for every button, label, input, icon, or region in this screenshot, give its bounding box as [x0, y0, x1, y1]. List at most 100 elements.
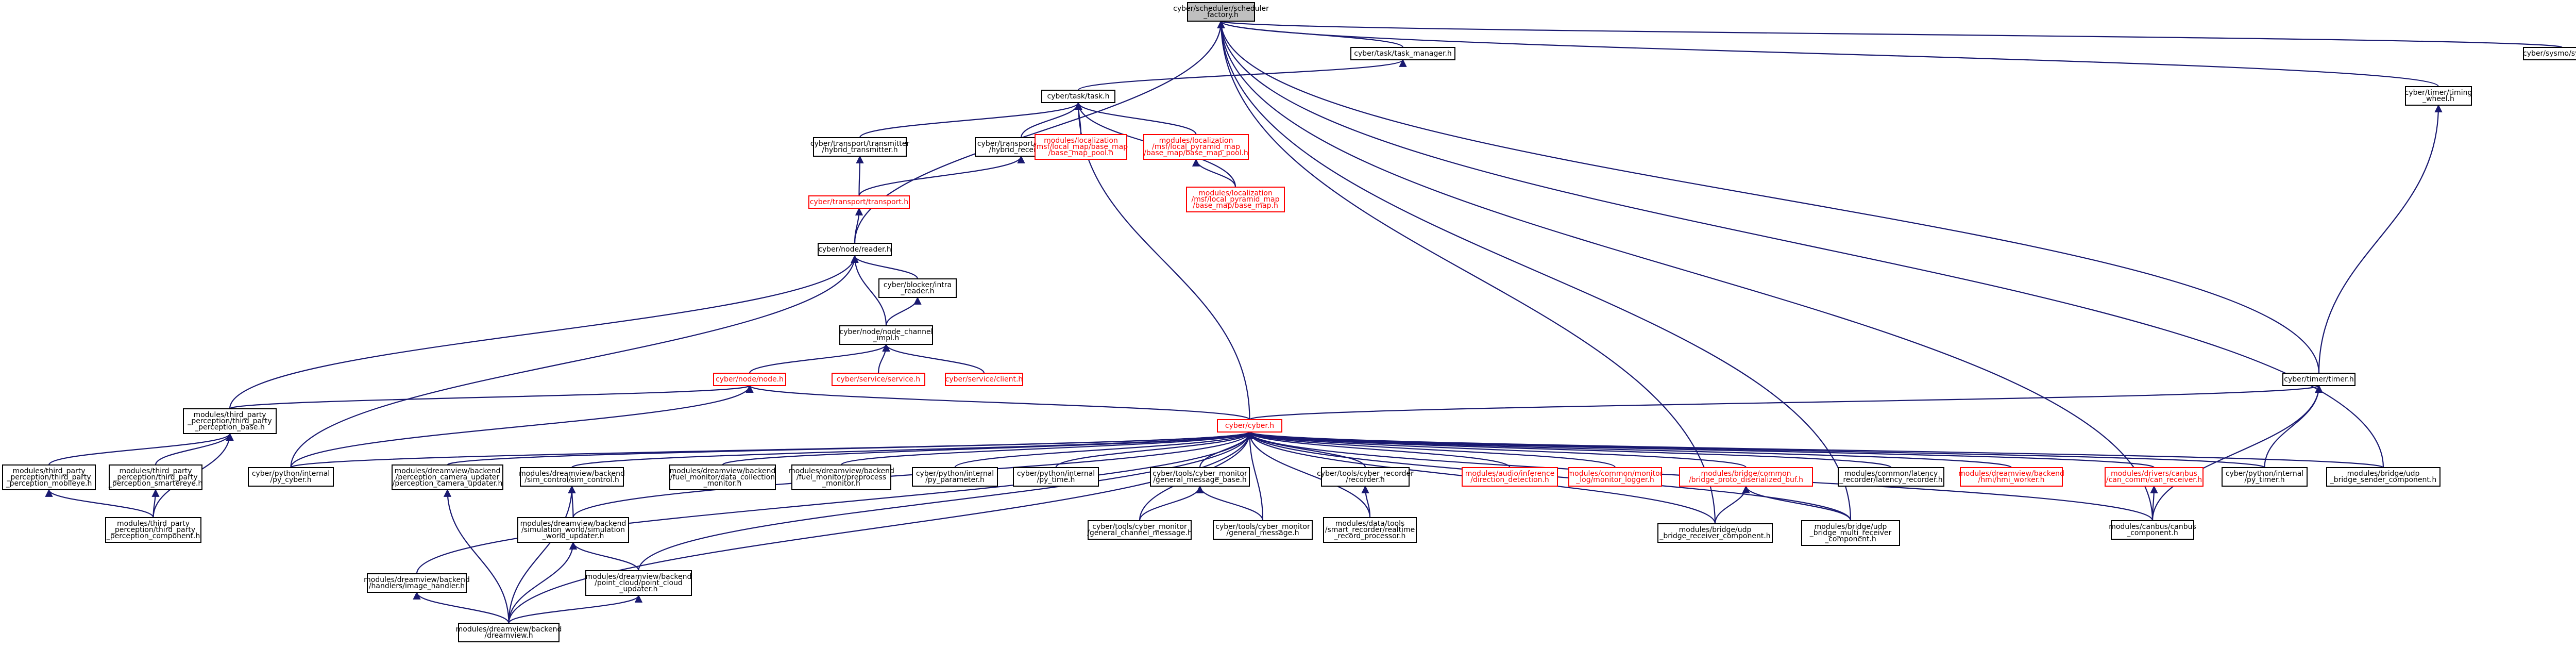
file-node-cyber-task-task-h[interactable]: cyber/task/task.h	[1041, 90, 1115, 103]
node-box	[2326, 467, 2441, 487]
file-node-modules-dreamview-backend-perception-camera-updater-perception-camera-updater-h[interactable]: modules/dreamview/backend/perception_cam…	[392, 464, 503, 490]
file-node-cyber-cyber-h[interactable]: cyber/cyber.h	[1217, 419, 1282, 433]
node-box	[813, 137, 907, 157]
file-node-modules-third-party-perception-third-party-perception-base-h[interactable]: modules/third_party_perception/third_par…	[183, 408, 277, 434]
file-node-modules-third-party-perception-third-party-perception-component-h[interactable]: modules/third_party_perception/third_par…	[105, 517, 201, 543]
file-node-modules-dreamview-backend-point-cloud-point-cloud-updater-h[interactable]: modules/dreamview/backend/point_cloud/po…	[585, 570, 692, 596]
file-node-modules-dreamview-backend-dreamview-h[interactable]: modules/dreamview/backend/dreamview.h	[456, 623, 562, 642]
node-label-line: modules/common/monitor	[1568, 470, 1663, 478]
file-node-modules-localization-msf-local-pyramid-map-base-map-base-map-h[interactable]: modules/localization/msf/local_pyramid_m…	[1186, 187, 1285, 212]
include-edge-n22-to-n20	[45, 489, 154, 518]
include-edge-n12-to-n11	[851, 255, 919, 279]
file-node-cyber-blocker-intra-reader-h[interactable]: cyber/blocker/intra_reader.h	[878, 278, 957, 298]
node-label-line: modules/localization	[1198, 189, 1273, 197]
node-label-line: modules/localization	[1159, 137, 1233, 145]
node-box	[2111, 520, 2194, 540]
file-node-modules-drivers-canbus-can-comm-can-receiver-h[interactable]: modules/drivers/canbus/can_comm/can_rece…	[2105, 467, 2204, 487]
node-box	[105, 517, 201, 543]
file-node-modules-third-party-perception-third-party-perception-mobileye-h[interactable]: modules/third_party_perception/third_par…	[2, 464, 96, 490]
include-edge-n3-to-n0	[1217, 20, 2439, 87]
file-node-cyber-python-internal-py-cyber-h[interactable]: cyber/python/internal/py_cyber.h	[248, 467, 334, 487]
node-box	[1187, 2, 1255, 22]
node-box	[1213, 520, 1313, 540]
node-box	[1150, 467, 1250, 487]
node-label-line: /hmi/hmi_worker.h	[1978, 476, 2044, 484]
file-node-modules-dreamview-backend-handlers-image-handler-h[interactable]: modules/dreamview/backend/handlers/image…	[364, 573, 470, 593]
include-edge-n20-to-n18	[48, 433, 234, 466]
file-node-modules-bridge-udp-bridge-multi-receiver-component-h[interactable]: modules/bridge/udp_bridge_multi_receiver…	[1801, 520, 1900, 546]
node-label-line: _perception_mobileye.h	[6, 479, 92, 488]
node-box	[2282, 373, 2355, 386]
file-node-cyber-tools-cyber-monitor-general-message-base-h[interactable]: cyber/tools/cyber_monitor/general_messag…	[1150, 467, 1250, 487]
file-node-modules-dreamview-backend-fuel-monitor-data-collection-monitor-h[interactable]: modules/dreamview/backend/fuel_monitor/d…	[669, 464, 776, 490]
file-node-cyber-node-reader-h[interactable]: cyber/node/reader.h	[818, 243, 892, 256]
node-label-line: modules/drivers/canbus	[2111, 470, 2197, 478]
file-node-modules-dreamview-backend-hmi-hmi-worker-h[interactable]: modules/dreamview/backend/hmi/hmi_worker…	[1958, 467, 2064, 487]
file-node-cyber-node-node-h[interactable]: cyber/node/node.h	[713, 373, 786, 386]
file-node-cyber-timer-timing-wheel-h[interactable]: cyber/timer/timing_wheel.h	[2405, 86, 2472, 106]
node-label-line: /general_channel_message.h	[1087, 529, 1192, 537]
include-edge-n8-to-n4	[1074, 102, 1197, 135]
file-node-modules-common-latency-recorder-latency-recorder-h[interactable]: modules/common/latency_recorder/latency_…	[1838, 467, 1944, 487]
include-edge-n38-to-n17	[2264, 385, 2323, 468]
node-box	[1041, 90, 1115, 103]
node-label-line: cyber/timer/timer.h	[2284, 375, 2353, 384]
file-node-modules-bridge-udp-bridge-sender-component-h[interactable]: modules/bridge/udp_bridge_sender_compone…	[2326, 467, 2441, 487]
file-node-cyber-task-task-manager-h[interactable]: cyber/task/task_manager.h	[1350, 47, 1455, 60]
node-label-line: _updater.h	[619, 585, 657, 593]
node-box	[839, 325, 933, 345]
file-node-cyber-sysmo-sysmo-h[interactable]: cyber/sysmo/sysmo.h	[2523, 47, 2576, 60]
node-label-line: cyber/task/task.h	[1047, 92, 1110, 101]
file-node-modules-localization-msf-local-map-base-map-base-map-pool-h[interactable]: modules/localization/msf/local_map/base_…	[1034, 134, 1128, 160]
file-node-modules-dreamview-backend-simulation-world-simulation-world-updater-h[interactable]: modules/dreamview/backend/simulation_wor…	[517, 517, 629, 543]
node-label-line: modules/dreamview/backend	[1958, 470, 2064, 478]
file-node-cyber-service-client-h[interactable]: cyber/service/client.h	[945, 373, 1023, 386]
node-box	[1568, 467, 1662, 487]
file-node-modules-audio-inference-direction-detection-h[interactable]: modules/audio/inference/direction_detect…	[1462, 467, 1558, 487]
file-node-modules-third-party-perception-third-party-perception-smartereye-h[interactable]: modules/third_party_perception/third_par…	[108, 464, 203, 490]
include-edge-n26-to-n19	[722, 431, 1253, 466]
node-label-line: _perception_smartereye.h	[108, 479, 203, 488]
node-label-line: modules/data/tools	[1335, 520, 1405, 528]
node-label-line: cyber/transport/transmitter	[810, 140, 909, 148]
file-node-cyber-python-internal-py-time-h[interactable]: cyber/python/internal/py_time.h	[1013, 467, 1099, 487]
file-node-cyber-scheduler-scheduler-factory-h[interactable]: cyber/scheduler/scheduler_factory.h	[1173, 2, 1269, 22]
node-box	[1035, 134, 1127, 160]
file-node-cyber-tools-cyber-monitor-general-message-h[interactable]: cyber/tools/cyber_monitor/general_messag…	[1213, 520, 1313, 540]
file-node-cyber-tools-cyber-monitor-general-channel-message-h[interactable]: cyber/tools/cyber_monitor/general_channe…	[1087, 520, 1192, 540]
node-label-line: modules/bridge/udp	[2347, 470, 2420, 478]
include-edge-n49-to-n40	[508, 541, 578, 624]
include-edge-n4-to-n1	[1077, 59, 1407, 91]
node-label-line: _monitor.h	[822, 479, 860, 488]
node-label-line: modules/third_party	[193, 411, 266, 419]
include-edge-n32-to-n19	[1246, 431, 1511, 468]
node-label-line: /bridge_proto_diserialized_buf.h	[1689, 476, 1803, 484]
file-node-cyber-transport-transport-h[interactable]: cyber/transport/transport.h	[808, 195, 910, 209]
file-node-modules-dreamview-backend-sim-control-sim-control-h[interactable]: modules/dreamview/backend/sim_control/si…	[519, 467, 625, 487]
file-node-cyber-timer-timer-h[interactable]: cyber/timer/timer.h	[2282, 373, 2355, 386]
node-box	[1321, 467, 1410, 487]
node-label-line: /msf/local_pyramid_map	[1192, 195, 1280, 204]
file-node-modules-canbus-canbus-component-h[interactable]: modules/canbus/canbus_component.h	[2109, 520, 2196, 540]
file-node-cyber-service-service-h[interactable]: cyber/service/service.h	[832, 373, 925, 386]
node-label-line: _wheel.h	[2422, 95, 2454, 103]
file-node-modules-bridge-common-bridge-proto-diserialized-buf-h[interactable]: modules/bridge/common/bridge_proto_diser…	[1679, 467, 1813, 487]
file-node-modules-bridge-udp-bridge-receiver-component-h[interactable]: modules/bridge/udp_bridge_receiver_compo…	[1657, 523, 1773, 543]
node-label-line: _bridge_receiver_component.h	[1659, 532, 1770, 540]
file-node-cyber-transport-transmitter-hybrid-transmitter-h[interactable]: cyber/transport/transmitter/hybrid_trans…	[810, 137, 909, 157]
file-node-cyber-python-internal-py-timer-h[interactable]: cyber/python/internal/py_timer.h	[2222, 467, 2308, 487]
file-node-modules-data-tools-smart-recorder-realtime-record-processor-h[interactable]: modules/data/tools/smart_recorder/realti…	[1323, 517, 1417, 543]
node-box	[367, 573, 467, 593]
node-box	[1838, 467, 1944, 487]
file-node-cyber-python-internal-py-parameter-h[interactable]: cyber/python/internal/py_parameter.h	[912, 467, 998, 487]
file-node-cyber-tools-cyber-recorder-recorder-h[interactable]: cyber/tools/cyber_recorder/recorder.h	[1317, 467, 1414, 487]
file-node-cyber-node-node-channel-impl-h[interactable]: cyber/node/node_channel_impl.h	[839, 325, 933, 345]
file-node-modules-common-monitor-log-monitor-logger-h[interactable]: modules/common/monitor_log/monitor_logge…	[1568, 467, 1663, 487]
node-label-line: _factory.h	[1203, 11, 1239, 19]
node-label-line: /perception_camera_updater	[396, 473, 500, 481]
node-label-line: cyber/tools/cyber_recorder	[1317, 470, 1414, 478]
node-label-line: _monitor.h	[703, 479, 742, 488]
file-node-modules-dreamview-backend-fuel-monitor-preprocess-monitor-h[interactable]: modules/dreamview/backend/fuel_monitor/p…	[788, 464, 894, 490]
node-box	[585, 570, 692, 596]
file-node-modules-localization-msf-local-pyramid-map-base-map-base-map-pool-h[interactable]: modules/localization/msf/local_pyramid_m…	[1143, 134, 1249, 160]
